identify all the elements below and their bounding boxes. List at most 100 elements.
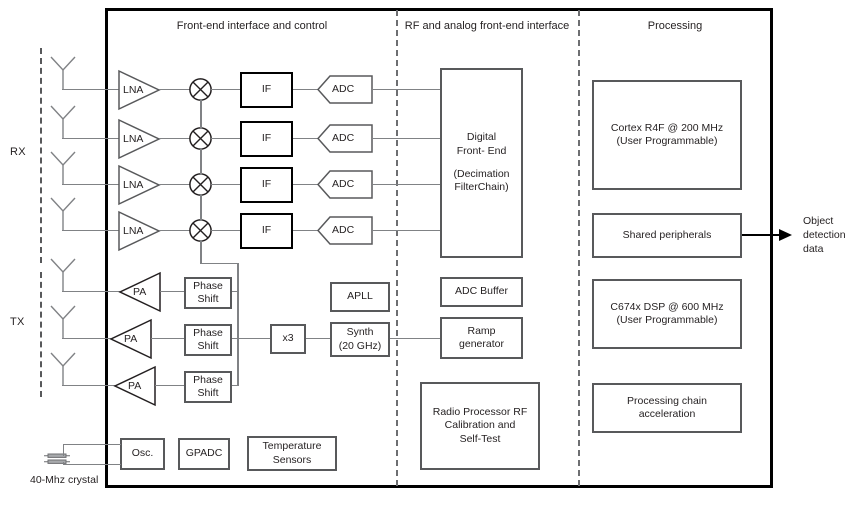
- if-block-3: IF: [240, 167, 293, 203]
- lna-4-label: LNA: [123, 225, 144, 237]
- adc-3-dfe-wire: [372, 184, 440, 186]
- adc-buffer-block: ADC Buffer: [440, 277, 523, 307]
- cortex-r4f-block: Cortex R4F @ 200 MHz (User Programmable): [592, 80, 742, 190]
- if-3-adc-wire: [293, 184, 318, 186]
- phase-shift-2-line2: Shift: [197, 340, 219, 352]
- adc-3: [316, 170, 373, 199]
- dsp-block: C674x DSP @ 600 MHz (User Programmable): [592, 279, 742, 349]
- ramp-generator-block: Ramp generator: [440, 317, 523, 359]
- phase-shift-2: Phase Shift: [184, 324, 232, 356]
- crystal-lead-top-v: [63, 444, 65, 456]
- crystal-caption-line1: 40-Mhz: [30, 474, 66, 486]
- if-block-3-label: IF: [261, 178, 272, 191]
- adc-1: [316, 75, 373, 104]
- mixer-2: [189, 127, 212, 150]
- radio-proc-line3: Self-Test: [459, 432, 501, 445]
- oscillator-block: Osc.: [120, 438, 165, 470]
- adc-1-label: ADC: [332, 83, 355, 95]
- adc-4-dfe-wire: [372, 230, 440, 232]
- phase-shift-3: Phase Shift: [184, 371, 232, 403]
- if-block-1-label: IF: [261, 83, 272, 96]
- synth-ramp-wire: [390, 338, 440, 340]
- ramp-line1: Ramp: [467, 324, 496, 337]
- oscillator-label: Osc.: [131, 447, 154, 460]
- radio-processor-block: Radio Processor RF Calibration and Self-…: [420, 382, 540, 470]
- crystal-icon: [44, 450, 70, 468]
- crystal-lead-bot-h: [63, 464, 121, 466]
- divider-rf-processing: [578, 10, 580, 486]
- cortex-line2: (User Programmable): [616, 135, 718, 147]
- adc-1-dfe-wire: [372, 89, 440, 91]
- radio-proc-line1: Radio Processor RF: [432, 405, 528, 418]
- mixer-1: [189, 78, 212, 101]
- rx-antenna-wire-1: [62, 89, 121, 91]
- shared-peripherals-block: Shared peripherals: [592, 213, 742, 258]
- rx-antenna-2: [49, 105, 77, 141]
- adc-2-label: ADC: [332, 132, 355, 144]
- rx-antenna-4: [49, 197, 77, 233]
- lna-4: [118, 210, 161, 252]
- mixer-4-if-wire: [211, 230, 240, 232]
- adc-3-label: ADC: [332, 178, 355, 190]
- apll-label: APLL: [347, 290, 373, 303]
- multiplier-x3-block: x3: [270, 324, 306, 354]
- phase-shift-3-line2: Shift: [197, 387, 219, 399]
- lo-bus-mixer-1-2: [200, 99, 202, 129]
- if-block-2: IF: [240, 121, 293, 157]
- tx-antenna-wire-3: [62, 385, 115, 387]
- synth-block: Synth (20 GHz): [330, 322, 390, 357]
- crystal-lead-bot-v: [63, 462, 65, 465]
- tx-antenna-2: [49, 305, 77, 341]
- if-4-adc-wire: [293, 230, 318, 232]
- rx-antenna-wire-3: [62, 184, 121, 186]
- accel-line1: Processing chain: [627, 394, 707, 407]
- if-block-2-label: IF: [261, 132, 272, 145]
- dfe-line3: (Decimation: [453, 168, 510, 180]
- if-block-4: IF: [240, 213, 293, 249]
- shared-peripherals-label: Shared peripherals: [622, 228, 712, 241]
- dfe-line4: FilterChain): [454, 181, 509, 194]
- section-title-processing: Processing: [647, 20, 703, 32]
- mixer-1-if-wire: [211, 89, 240, 91]
- section-title-rf: RF and analog front-end interface: [404, 20, 570, 32]
- dsp-line2: (User Programmable): [616, 314, 718, 326]
- tx-antenna-1: [49, 258, 77, 294]
- pa-3-in-wire: [155, 385, 184, 387]
- digital-front-end-block: Digital Front- End (Decimation FilterCha…: [440, 68, 523, 258]
- rx-antenna-wire-2: [62, 138, 121, 140]
- output-line3: data: [803, 242, 824, 255]
- adc-2-dfe-wire: [372, 138, 440, 140]
- multiplier-x3-label: x3: [282, 332, 294, 345]
- mixer-4: [189, 219, 212, 242]
- lo-bus-mixer-2-3: [200, 148, 202, 175]
- ps-3-feed-wire: [232, 385, 239, 387]
- adc-4: [316, 216, 373, 245]
- tx-label: TX: [10, 316, 25, 328]
- crystal-caption: 40-Mhz crystal: [30, 474, 100, 488]
- lna-3-out-wire: [159, 184, 190, 186]
- lna-3-label: LNA: [123, 179, 144, 191]
- phase-shift-3-line1: Phase: [193, 373, 223, 386]
- pa-3-label: PA: [128, 380, 142, 392]
- phase-shift-2-line1: Phase: [193, 326, 223, 339]
- rx-antenna-3: [49, 151, 77, 187]
- ramp-line2: generator: [459, 338, 504, 350]
- ps-3-riser: [237, 338, 239, 386]
- crystal-caption-line2: crystal: [67, 474, 99, 486]
- crystal-lead-top-h: [63, 444, 121, 446]
- adc-4-label: ADC: [332, 224, 355, 236]
- temperature-line2: Sensors: [272, 453, 312, 466]
- radio-proc-line2: Calibration and: [444, 419, 516, 432]
- lna-1: [118, 69, 161, 111]
- pa-1-in-wire: [160, 291, 184, 293]
- lo-bus-down: [200, 240, 202, 264]
- processing-chain-acceleration-block: Processing chain acceleration: [592, 383, 742, 433]
- pa-2-in-wire: [151, 338, 184, 340]
- lna-1-label: LNA: [123, 84, 144, 96]
- object-detection-output-wire: [742, 234, 784, 236]
- pa-2-label: PA: [124, 333, 138, 345]
- section-title-frontend: Front-end interface and control: [176, 20, 328, 32]
- if-block-1: IF: [240, 72, 293, 108]
- adc-2: [316, 124, 373, 153]
